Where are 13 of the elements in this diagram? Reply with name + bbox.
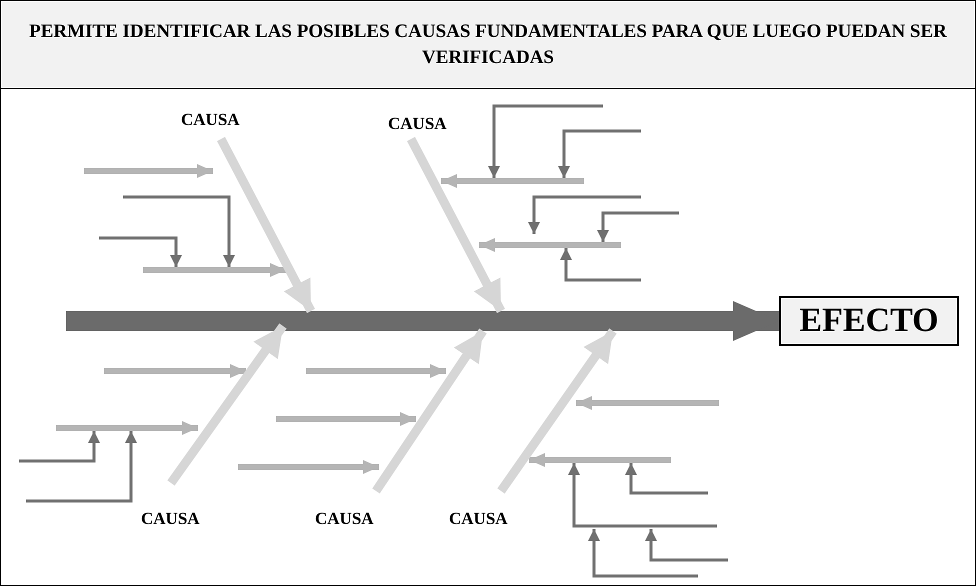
main-spine-arrow [66, 301, 779, 341]
cause-bone-arrow [167, 323, 287, 486]
cause-label: CAUSA [388, 114, 447, 134]
cause-label: CAUSA [141, 509, 200, 529]
cause-bone-arrow [372, 328, 487, 494]
cause-bone-arrow [407, 136, 505, 314]
cause-label: CAUSA [449, 509, 508, 529]
effect-box: EFECTO [779, 296, 959, 346]
cause-bone-arrow [217, 136, 315, 314]
title-banner: PERMITE IDENTIFICAR LAS POSIBLES CAUSAS FUNDAMENTALES PARA QUE LUEGO PUEDAN SER VERIFICADAS [1, 1, 975, 89]
cause-label: CAUSA [315, 509, 374, 529]
cause-bone-arrow [497, 328, 617, 494]
cause-label: CAUSA [181, 110, 240, 130]
